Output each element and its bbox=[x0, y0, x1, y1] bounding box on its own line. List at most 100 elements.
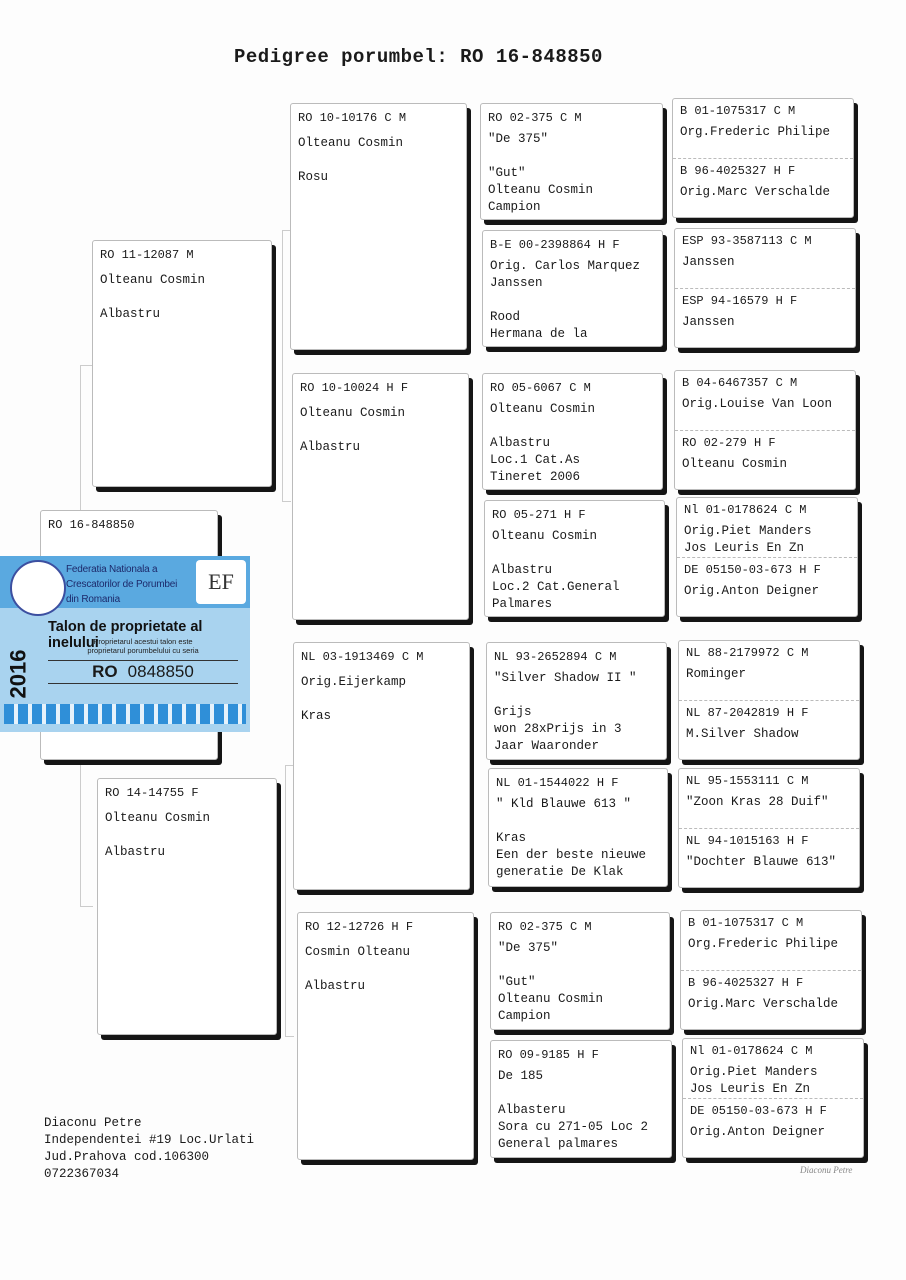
ring-number: 0848850 bbox=[127, 662, 194, 681]
pigeon-info-line bbox=[496, 813, 660, 830]
great-great-grandparents-pair: NL 88-2179972 C M Rominger NL 87-2042819 H… bbox=[678, 640, 860, 760]
pigeon-info-line: Albastru bbox=[490, 436, 551, 450]
pigeon-info-line: Olteanu Cosmin bbox=[490, 402, 596, 416]
sire-entry: B 04-6467357 C M Orig.Louise Van Loon bbox=[675, 371, 855, 430]
pigeon-info-line: "De 375" bbox=[498, 941, 559, 955]
pigeon-info-line: Cosmin Olteanu bbox=[305, 945, 411, 959]
pigeon-info-line: Kras bbox=[301, 709, 332, 723]
pigeon-info-line: "Silver Shadow II " bbox=[494, 671, 637, 685]
ring-number: B 04-6467357 C M bbox=[682, 376, 798, 390]
pigeon-info-line: Olteanu Cosmin bbox=[682, 457, 788, 471]
pigeon-info-line bbox=[494, 687, 659, 704]
ring-number: B 01-1075317 C M bbox=[680, 104, 796, 118]
ef-logo: EF bbox=[196, 560, 246, 604]
sire-entry: NL 88-2179972 C M Rominger bbox=[679, 641, 859, 700]
ring-number: RO 10-10024 H F bbox=[300, 381, 409, 395]
federation-logo bbox=[10, 560, 66, 616]
pigeon-info-line: "Gut" bbox=[488, 166, 526, 180]
owner-street: Independentei #19 Loc.Urlati bbox=[44, 1133, 255, 1147]
ring-number: DE 05150-03-673 H F bbox=[690, 1104, 827, 1118]
ring-number: NL 88-2179972 C M bbox=[686, 646, 809, 660]
ring-number: Nl 01-0178624 C M bbox=[690, 1044, 813, 1058]
great-grandparent-box: NL 93-2652894 C M"Silver Shadow II "Grij… bbox=[486, 642, 667, 760]
pigeon-info-line: Orig.Anton Deigner bbox=[690, 1125, 826, 1139]
ring-number: RO 12-12726 H F bbox=[305, 920, 414, 934]
great-great-grandparents-pair: NL 95-1553111 C M"Zoon Kras 28 Duif"NL 9… bbox=[678, 768, 860, 888]
ring-number: DE 05150-03-673 H F bbox=[684, 563, 821, 577]
federation-name: Federatia Nationala a Crescatorilor de P… bbox=[66, 562, 177, 607]
pigeon-info-line bbox=[298, 152, 459, 169]
pigeon-info-line: Campion bbox=[498, 1009, 551, 1023]
decorative-band bbox=[4, 704, 246, 724]
page-title: Pedigree porumbel: RO 16-848850 bbox=[234, 46, 603, 68]
pigeon-info-line bbox=[490, 292, 655, 309]
pigeon-info-line: Olteanu Cosmin bbox=[100, 273, 206, 287]
ring-number: RO 11-12087 M bbox=[100, 248, 194, 262]
great-great-grandparents-pair: B 04-6467357 C M Orig.Louise Van Loon RO 0… bbox=[674, 370, 856, 490]
connector bbox=[282, 230, 291, 502]
subject-ring: RO 16-848850 bbox=[48, 518, 135, 532]
pigeon-info-line bbox=[492, 545, 657, 562]
pigeon-info-line: Loc.1 Cat.As bbox=[490, 453, 581, 467]
pigeon-info-line bbox=[488, 148, 655, 165]
federation-line: din Romania bbox=[66, 594, 120, 605]
ring-number: B 96-4025327 H F bbox=[680, 164, 796, 178]
pigeon-info-line: M.Silver Shadow bbox=[686, 727, 799, 741]
owner-county: Jud.Prahova cod.106300 bbox=[44, 1150, 210, 1164]
ring-number: RO 10-10176 C M bbox=[298, 111, 407, 125]
pigeon-info-line bbox=[498, 1085, 664, 1102]
pigeon-info-line: Jos Leuris En Zn bbox=[690, 1082, 811, 1096]
pigeon-info-line: Tineret 2006 bbox=[490, 470, 581, 484]
pigeon-info-line: "De 375" bbox=[488, 132, 549, 146]
pigeon-info-line: Jaar Waaronder bbox=[494, 739, 600, 753]
connector bbox=[285, 765, 294, 1037]
pigeon-info-line: "Dochter Blauwe 613" bbox=[686, 855, 837, 869]
signature: Diaconu Petre bbox=[800, 1165, 853, 1175]
pigeon-info-line: Rood bbox=[490, 310, 521, 324]
pigeon-info-line: Albastru bbox=[300, 440, 361, 454]
pigeon-info-line: Sora cu 271-05 Loc 2 bbox=[498, 1120, 649, 1134]
pigeon-info-line: Grijs bbox=[494, 705, 532, 719]
ring-number: B-E 00-2398864 H F bbox=[490, 238, 620, 252]
pigeon-info-line: " Kld Blauwe 613 " bbox=[496, 797, 632, 811]
ticket-year: 2016 bbox=[5, 649, 31, 699]
pigeon-info-line: Jos Leuris En Zn bbox=[684, 541, 805, 555]
pigeon-info-line bbox=[490, 418, 655, 435]
ownership-ticket: Federatia Nationala a Crescatorilor de P… bbox=[0, 556, 250, 732]
pigeon-info-line bbox=[498, 957, 662, 974]
pigeon-info-line: Rominger bbox=[686, 667, 747, 681]
ring-number: RO 05-6067 C M bbox=[490, 381, 591, 395]
pigeon-info-line: generatie De Klak bbox=[496, 865, 624, 879]
pigeon-info-line bbox=[100, 289, 264, 306]
ring-number: B 01-1075317 C M bbox=[688, 916, 804, 930]
dam-entry: DE 05150-03-673 H F Orig.Anton Deigner bbox=[683, 1098, 863, 1157]
ring-number: ESP 94-16579 H F bbox=[682, 294, 798, 308]
pigeon-info-line: De 185 bbox=[498, 1069, 544, 1083]
great-grandparent-box: RO 02-375 C M"De 375""Gut"Olteanu Cosmin… bbox=[480, 103, 663, 220]
pigeon-info-line: Olteanu Cosmin bbox=[498, 992, 604, 1006]
ticket-heading: Talon de proprietate al inelului bbox=[48, 619, 203, 651]
pigeon-info-line bbox=[300, 422, 461, 439]
pigeon-info-line: Orig.Louise Van Loon bbox=[682, 397, 833, 411]
pigeon-info-line: Orig.Eijerkamp bbox=[301, 675, 407, 689]
ring-number: RO 02-279 H F bbox=[682, 436, 776, 450]
pigeon-info-line: Albastru bbox=[492, 563, 553, 577]
ring-number: NL 95-1553111 C M bbox=[686, 774, 809, 788]
